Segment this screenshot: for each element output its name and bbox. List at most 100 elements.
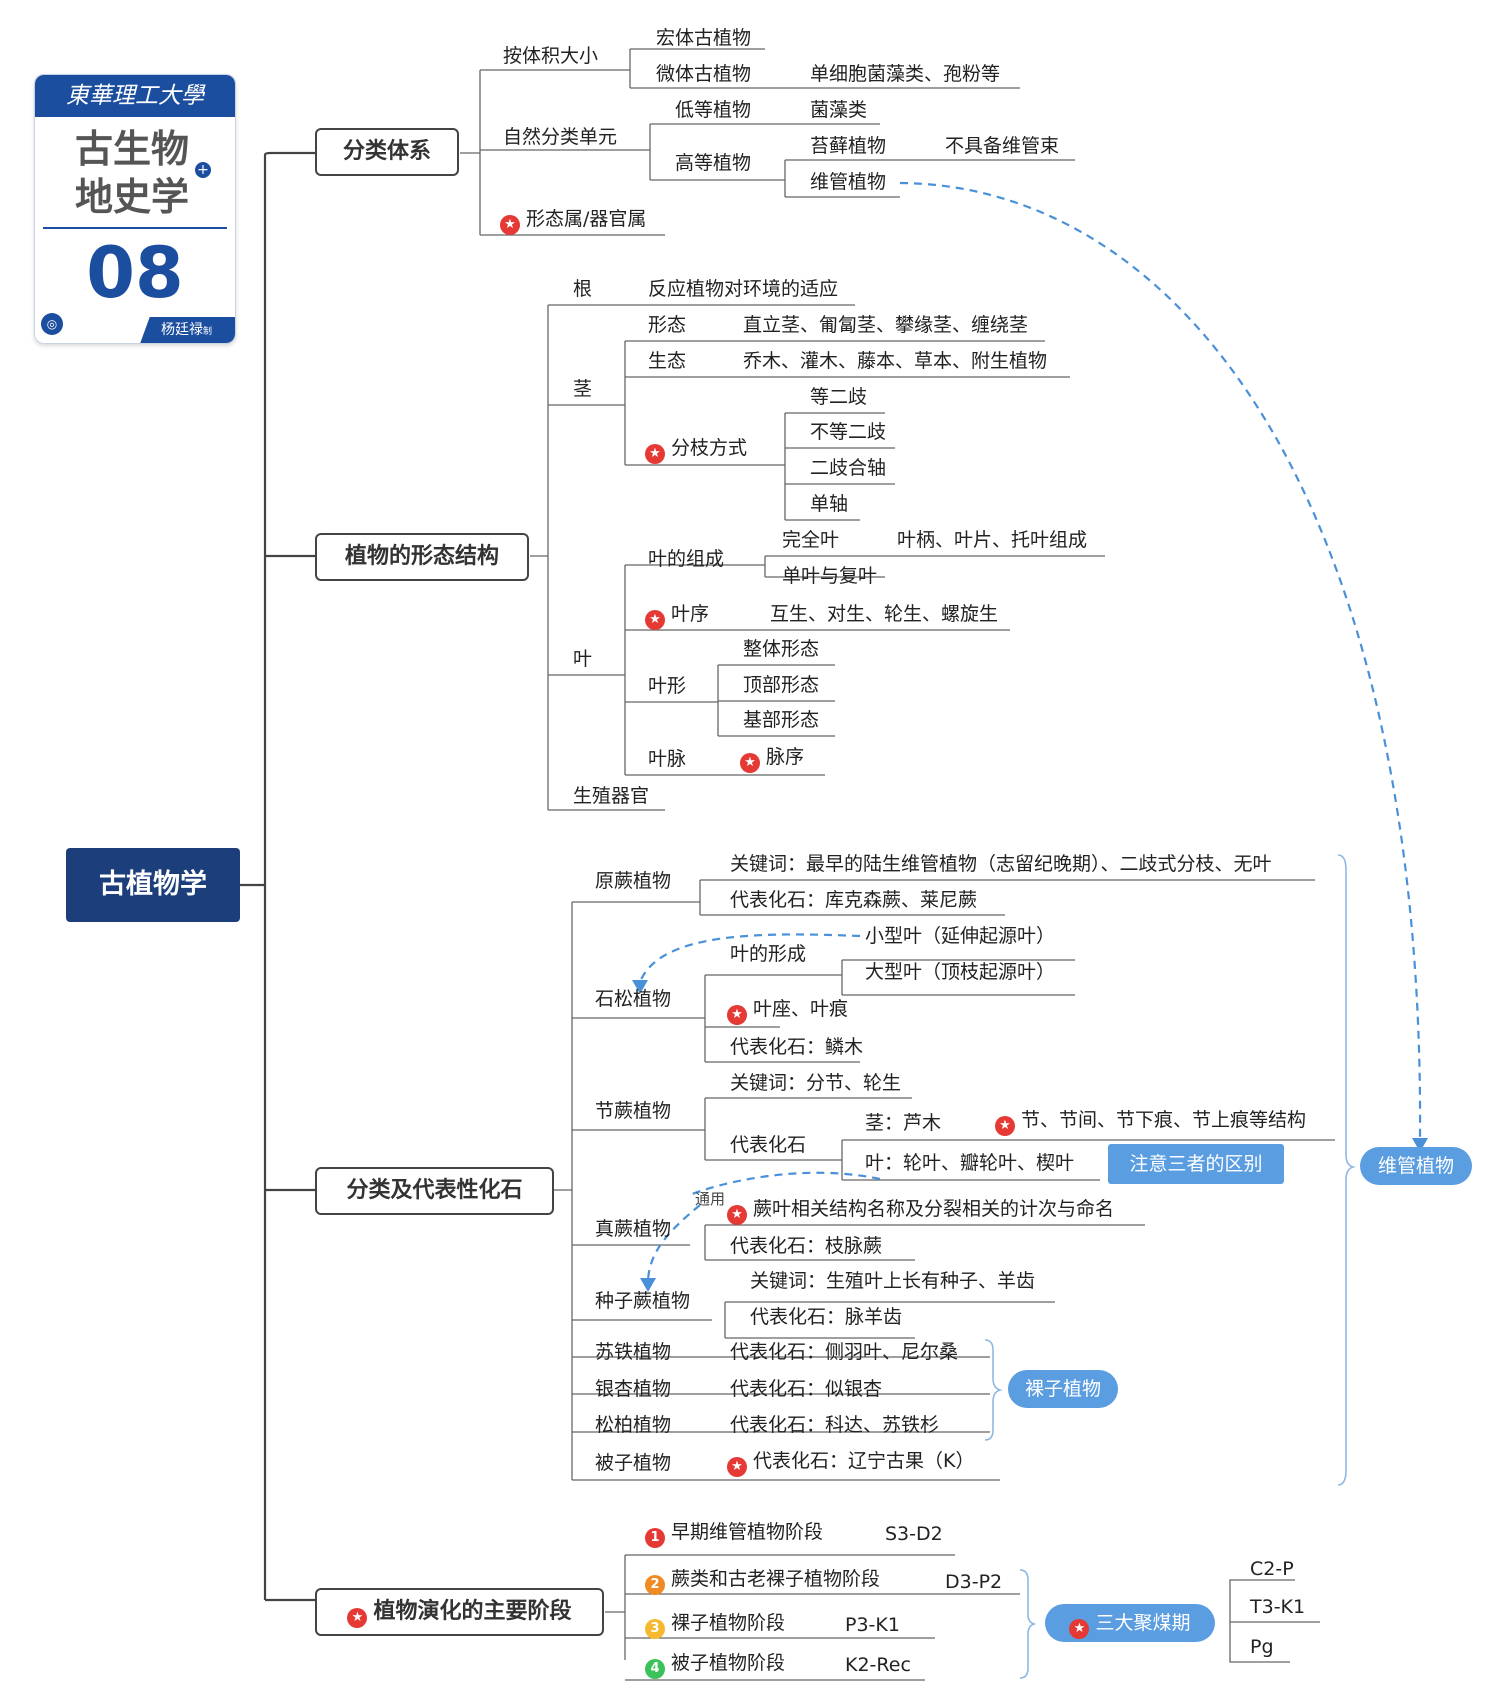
label-bryo-note: 不具备维管束 (945, 135, 1060, 157)
star-icon: ★ (995, 1116, 1015, 1136)
logo-title-line2: 地史学 (75, 175, 190, 219)
label-micro-note: 单细胞菌藻类、孢粉等 (810, 63, 1001, 85)
label-ginkgos: 银杏植物 (595, 1378, 672, 1400)
plus-icon: + (195, 162, 211, 178)
label-angiosperms: 被子植物 (595, 1452, 672, 1474)
label-stage-4-age: K2-Rec (845, 1654, 911, 1676)
label-lycophytes: 石松植物 (595, 988, 672, 1010)
university-name: 東華理工大學 (35, 75, 235, 117)
label-complete-leaf-note: 叶柄、叶片、托叶组成 (897, 529, 1088, 551)
label-psilo-keywords: 关键词：最早的陆生维管植物（志留纪晚期）、二歧式分枝、无叶 (730, 853, 1272, 875)
star-icon: ★ (645, 444, 665, 464)
label-stage-2-age: D3-P2 (945, 1571, 1003, 1593)
label-sphen-keywords: 关键词：分节、轮生 (730, 1072, 902, 1094)
label-leaf: 叶 (573, 648, 593, 670)
label-micro-plants: 微体古植物 (656, 63, 752, 85)
tag-vascular-plants[interactable]: 维管植物 (1360, 1147, 1472, 1185)
label-ginkgo-fossils: 代表化石：似银杏 (730, 1378, 883, 1400)
label-bryophytes: 苔藓植物 (810, 135, 887, 157)
label-seedfern-fossils: 代表化石：脉羊齿 (750, 1306, 903, 1328)
label-higher-plants: 高等植物 (675, 152, 752, 174)
logo-number: 08 (86, 232, 184, 314)
node-morphology[interactable]: 植物的形态结构 (315, 533, 529, 581)
node-evolution-stages[interactable]: ★植物演化的主要阶段 (315, 1588, 604, 1636)
label-natural-units: 自然分类单元 (503, 126, 618, 148)
label-stem-form-note: 直立茎、匍匐茎、攀缘茎、缠绕茎 (743, 314, 1029, 336)
label-simple-compound: 单叶与复叶 (782, 565, 878, 587)
label-form-genus: ★形态属/器官属 (500, 208, 646, 235)
label-true-ferns: 真蕨植物 (595, 1218, 672, 1240)
node-classification-system[interactable]: 分类体系 (315, 128, 459, 176)
label-microphyll: 小型叶（延伸起源叶） (865, 925, 1056, 947)
label-lyco-fossils: 代表化石：鳞木 (730, 1036, 864, 1058)
label-vascular-plants: 维管植物 (810, 171, 887, 193)
label-coal-2: T3-K1 (1250, 1596, 1306, 1618)
label-branching: ★分枝方式 (645, 437, 747, 464)
label-coal-1: C2-P (1250, 1558, 1294, 1580)
note-three-differences[interactable]: 注意三者的区别 (1108, 1144, 1284, 1184)
label-leaf-formation: 叶的形成 (730, 943, 807, 965)
star-icon: ★ (347, 1608, 368, 1628)
label-branch-3: 二歧合轴 (810, 457, 887, 479)
label-branch-4: 单轴 (810, 493, 849, 515)
star-icon: ★ (727, 1005, 747, 1025)
label-shape-3: 基部形态 (743, 709, 820, 731)
label-root-note: 反应植物对环境的适应 (648, 278, 839, 300)
label-stem-form: 形态 (648, 314, 687, 336)
label-sphen-leaves: 叶：轮叶、瓣轮叶、楔叶 (865, 1152, 1075, 1174)
label-leaf-shape: 叶形 (648, 675, 687, 697)
label-stem-eco: 生态 (648, 350, 687, 372)
label-shape-1: 整体形态 (743, 638, 820, 660)
label-seed-ferns: 种子蕨植物 (595, 1290, 691, 1312)
label-lower-plants: 低等植物 (675, 99, 752, 121)
label-reproductive-organs: 生殖器官 (573, 785, 650, 807)
star-icon: ★ (727, 1457, 747, 1477)
node-classification-fossils[interactable]: 分类及代表性化石 (315, 1167, 554, 1215)
label-conifer-fossils: 代表化石：科达、苏铁杉 (730, 1414, 940, 1436)
number-1-icon: 1 (645, 1528, 665, 1548)
label-stage-3-age: P3-K1 (845, 1614, 900, 1636)
label-seedfern-keywords: 关键词：生殖叶上长有种子、羊齿 (750, 1270, 1036, 1292)
label-branch-2: 不等二歧 (810, 421, 887, 443)
label-leaf-composition: 叶的组成 (648, 548, 725, 570)
label-conifers: 松柏植物 (595, 1414, 672, 1436)
label-node-structure: ★节、节间、节下痕、节上痕等结构 (995, 1109, 1306, 1136)
star-icon: ★ (645, 610, 665, 630)
label-cycad-fossils: 代表化石：侧羽叶、尼尔桑 (730, 1341, 959, 1363)
star-icon: ★ (1069, 1619, 1090, 1639)
tag-coal-periods[interactable]: ★三大聚煤期 (1045, 1604, 1215, 1642)
label-lower-note: 菌藻类 (810, 99, 868, 121)
logo-divider (43, 227, 227, 229)
label-megaphyll: 大型叶（顶枝起源叶） (865, 961, 1056, 983)
label-sphenophytes: 节蕨植物 (595, 1100, 672, 1122)
label-fern-fossils: 代表化石：枝脉蕨 (730, 1235, 883, 1257)
label-fern-frond-terms: ★蕨叶相关结构名称及分裂相关的计次与命名 (727, 1198, 1114, 1225)
logo-title-line1: 古生物 (75, 127, 190, 171)
label-leaf-cushion: ★叶座、叶痕 (727, 998, 848, 1025)
number-4-icon: 4 (645, 1659, 665, 1679)
root-node[interactable]: 古植物学 (66, 848, 240, 922)
label-stem-eco-note: 乔木、灌木、藤本、草本、附生植物 (743, 350, 1048, 372)
label-calamites: 茎：芦木 (865, 1112, 942, 1134)
label-macro-plants: 宏体古植物 (656, 27, 752, 49)
label-branch-1: 等二歧 (810, 386, 868, 408)
label-cycads: 苏铁植物 (595, 1341, 672, 1363)
label-common: 通用 (695, 1190, 726, 1208)
label-psilophytes: 原蕨植物 (595, 870, 672, 892)
number-3-icon: 3 (645, 1619, 665, 1639)
label-stem: 茎 (573, 378, 593, 400)
star-icon: ★ (740, 753, 760, 773)
star-icon: ★ (500, 215, 520, 235)
label-psilo-fossils: 代表化石：库克森蕨、莱尼蕨 (730, 889, 978, 911)
label-phyllotaxy-note: 互生、对生、轮生、螺旋生 (770, 603, 999, 625)
label-root: 根 (573, 278, 593, 300)
label-stage-1-age: S3-D2 (885, 1523, 943, 1545)
label-by-size: 按体积大小 (503, 45, 599, 67)
label-complete-leaf: 完全叶 (782, 529, 840, 551)
label-angio-fossils: ★代表化石：辽宁古果（K） (727, 1450, 974, 1477)
tag-gymnosperms[interactable]: 裸子植物 (1008, 1370, 1118, 1408)
